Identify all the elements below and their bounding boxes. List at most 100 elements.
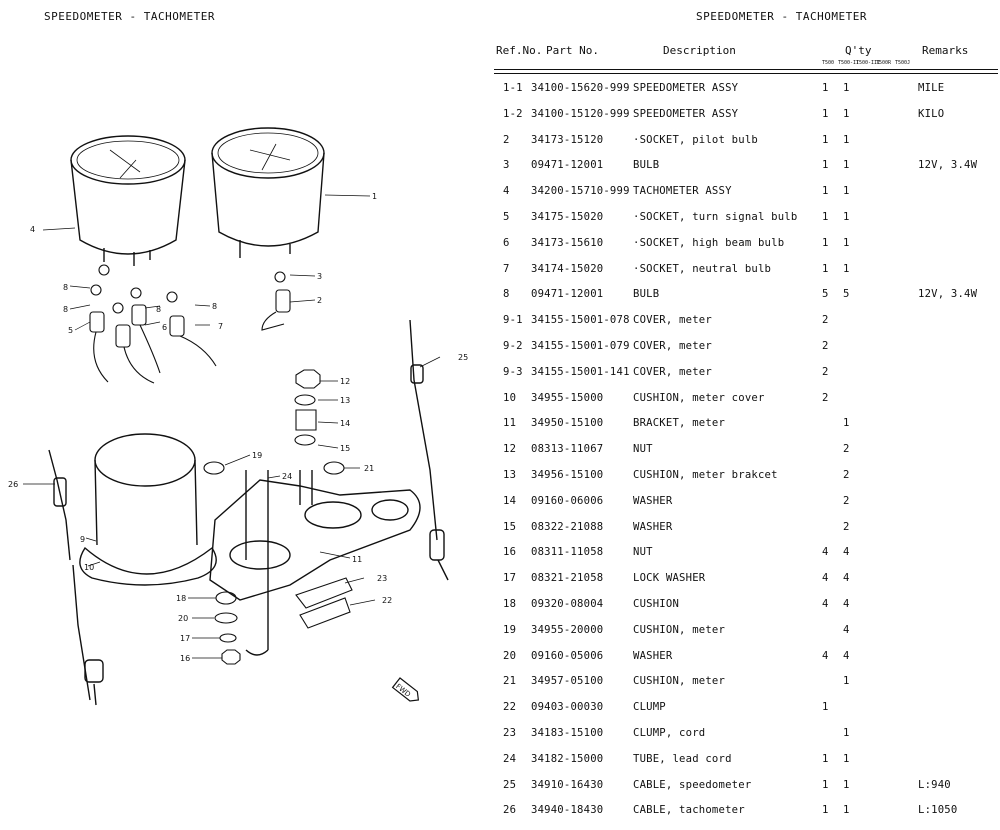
qty-cell: 4: [843, 623, 850, 636]
ref-no-cell: 4: [503, 185, 510, 198]
col-header-remarks: Remarks: [922, 44, 969, 57]
part-no-cell: 34100-15620-999: [531, 82, 630, 94]
qty-cell: 2: [822, 365, 829, 378]
ref-no-cell: 9-3: [503, 365, 523, 378]
description-cell: CABLE, speedometer: [633, 778, 752, 791]
qty-cell: 1: [843, 417, 850, 430]
part-no-cell: 34100-15120-999: [531, 107, 630, 120]
part-no-cell: 34910-16430: [531, 778, 604, 791]
qty-cell: 1: [843, 82, 850, 94]
svg-text:16: 16: [180, 654, 190, 663]
part-no-cell: 34950-15100: [531, 417, 604, 430]
part-no-cell: 34957-05100: [531, 675, 604, 688]
part-no-cell: 34155-15001-078: [531, 314, 630, 327]
qty-model-label: T500: [822, 60, 835, 66]
part-no-cell: 09160-06006: [531, 494, 604, 507]
qty-cell: 2: [843, 469, 850, 481]
part-no-cell: 34955-20000: [531, 623, 604, 636]
qty-model-label: T500J: [895, 60, 911, 66]
description-cell: ·SOCKET, high beam bulb: [633, 236, 785, 249]
ref-no-cell: 20: [503, 649, 517, 662]
ref-no-cell: 8: [503, 288, 510, 301]
qty-cell: 1: [822, 236, 829, 249]
meter-bracket: [209, 470, 421, 656]
svg-text:19: 19: [252, 451, 262, 460]
part-no-cell: 34200-15710-999: [531, 185, 630, 198]
page-title-right: SPEEDOMETER - TACHOMETER: [696, 10, 867, 23]
svg-text:23: 23: [377, 574, 387, 583]
ref-no-cell: 19: [503, 623, 517, 636]
qty-cell: 1: [822, 133, 829, 146]
qty-cell: 1: [843, 262, 850, 275]
part-no-cell: 34173-15610: [531, 236, 604, 249]
part-no-cell: 34155-15001-079: [531, 340, 630, 352]
ref-no-cell: 12: [503, 443, 517, 456]
remarks-cell: MILE: [918, 82, 945, 94]
qty-cell: 1: [843, 675, 850, 688]
description-cell: WASHER: [633, 494, 673, 507]
ref-no-cell: 17: [503, 572, 517, 585]
qty-cell: 1: [843, 185, 850, 198]
ref-no-cell: 5: [503, 211, 510, 223]
part-no-cell: 34182-15000: [531, 752, 604, 765]
qty-model-label: T500R: [876, 60, 892, 66]
part-no-cell: 09320-08004: [531, 598, 604, 610]
ref-no-cell: 2: [503, 133, 510, 146]
svg-text:4: 4: [30, 225, 35, 234]
description-cell: BULB: [633, 288, 660, 301]
description-cell: BRACKET, meter: [633, 417, 726, 430]
description-cell: SPEEDOMETER ASSY: [633, 82, 739, 94]
description-cell: NUT: [633, 443, 653, 456]
qty-cell: 1: [822, 752, 829, 765]
svg-text:25: 25: [458, 353, 468, 362]
col-header-qty: Q'ty: [845, 44, 872, 57]
qty-cell: 4: [843, 572, 850, 585]
remarks-cell: L:1050: [918, 804, 958, 817]
svg-text:3: 3: [317, 272, 322, 281]
remarks-cell: 12V, 3.4W: [918, 159, 978, 172]
description-cell: BULB: [633, 159, 660, 172]
ref-no-cell: 1-1: [503, 82, 523, 94]
qty-cell: 1: [822, 804, 829, 817]
description-cell: CUSHION, meter: [633, 675, 726, 688]
svg-text:8: 8: [63, 305, 68, 314]
qty-cell: 2: [822, 340, 829, 352]
svg-text:22: 22: [382, 596, 392, 605]
part-no-cell: 34175-15020: [531, 211, 604, 223]
qty-cell: 1: [822, 262, 829, 275]
part-no-cell: 09403-00030: [531, 701, 604, 714]
description-cell: COVER, meter: [633, 314, 712, 327]
svg-text:11: 11: [352, 555, 362, 564]
ref-no-cell: 9-2: [503, 340, 523, 352]
qty-cell: 1: [822, 211, 829, 223]
speedometer-gauge: [211, 127, 325, 258]
ref-no-cell: 23: [503, 727, 517, 739]
part-no-cell: 34155-15001-141: [531, 365, 630, 378]
qty-cell: 1: [822, 107, 829, 120]
qty-cell: 4: [822, 572, 829, 585]
remarks-cell: 12V, 3.4W: [918, 288, 978, 301]
ref-no-cell: 9-1: [503, 314, 523, 327]
svg-text:20: 20: [178, 614, 188, 623]
ref-no-cell: 25: [503, 778, 517, 791]
qty-cell: 1: [822, 82, 829, 94]
part-no-cell: 08313-11067: [531, 443, 604, 456]
ref-no-cell: 7: [503, 262, 510, 275]
